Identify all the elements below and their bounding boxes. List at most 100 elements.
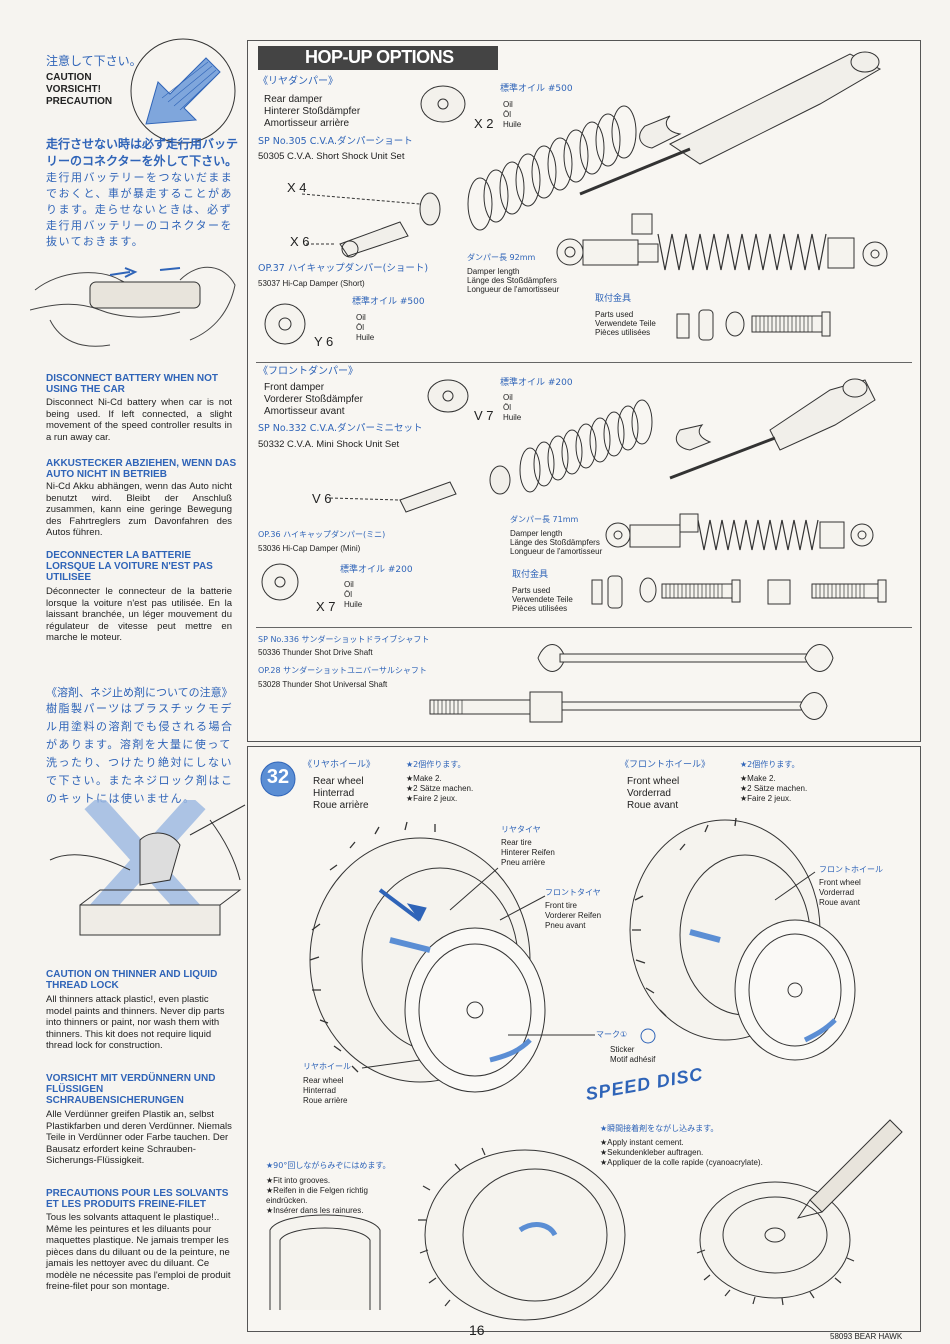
- rear-len-fr: Longueur de l'amortisseur: [467, 285, 560, 294]
- caution-fr: PRECAUTION: [46, 96, 113, 107]
- rear-parts-en: Parts used: [595, 310, 634, 319]
- hopup-panel: [247, 40, 921, 742]
- rear-make-de: ★2 Sätze machen.: [406, 784, 474, 793]
- rear-sp-code: SP No.305 C.V.A.ダンパーショート: [258, 136, 413, 147]
- rear-damper-diagram: [264, 51, 888, 345]
- solvent-jp-body: 樹脂製パーツはプラスチックモデル用塗料の溶剤でも侵される場合があります。溶剤を大…: [46, 702, 234, 805]
- front-damper-jp: 《フロントダンパー》: [258, 366, 358, 377]
- front-op-code: OP.36 ハイキャップダンパー(ミニ): [258, 530, 386, 539]
- thinner-fr-head: PRECAUTIONS POUR LES SOLVANTS ET LES PRO…: [46, 1188, 229, 1210]
- rear-parts-fr: Pièces utilisées: [595, 328, 651, 337]
- front-parts-de: Verwendete Teile: [512, 595, 573, 604]
- front-wheel-label-jp: フロントホイール: [819, 865, 883, 874]
- rear-parts-de: Verwendete Teile: [595, 319, 656, 328]
- rear-damper-de: Hinterer Stoßdämpfer: [264, 106, 361, 117]
- rear-oil-fr: Huile: [503, 120, 522, 129]
- hopup-title-bar: [258, 46, 498, 70]
- fr-head: DECONNECTER LA BATTERIE LORSQUE LA VOITU…: [46, 550, 213, 583]
- drive-shafts-diagram: [429, 644, 834, 723]
- front-oil-fr: Huile: [503, 413, 522, 422]
- rear-wheel-label-en: Rear wheel: [303, 1076, 344, 1085]
- thinner-de-head: VORSICHT MIT VERDÜNNERN UND FLÜSSIGEN SC…: [46, 1073, 216, 1106]
- sticker-fr: Motif adhésif: [610, 1055, 656, 1064]
- front-qty-v7: V 7: [474, 408, 494, 423]
- front-damper-diagram: [261, 378, 887, 609]
- cement-en: ★Apply instant cement.: [600, 1138, 684, 1147]
- rear-len-de: Länge des Stoßdämpfers: [467, 276, 557, 285]
- rear-damper-en: Rear damper: [264, 94, 323, 105]
- front-op-oil-fr: Huile: [344, 600, 363, 609]
- rear-op-code: OP.37 ハイキャップダンパー(ショート): [258, 263, 429, 274]
- front-wheel-fr: Roue avant: [627, 800, 679, 811]
- front-tire-jp: フロントタイヤ: [545, 888, 601, 897]
- mark-jp: マーク①: [596, 1030, 628, 1039]
- model-number: 58093 BEAR HAWK: [830, 1332, 903, 1341]
- front-len-en: Damper length: [510, 529, 563, 538]
- de-head: AKKUSTECKER ABZIEHEN, WENN DAS AUTO NICH…: [46, 458, 237, 480]
- front-wheel-en: Front wheel: [627, 776, 680, 787]
- front-make-de: ★2 Sätze machen.: [740, 784, 808, 793]
- front-make-fr: ★Faire 2 jeux.: [740, 794, 792, 803]
- rear-make-en: ★Make 2.: [406, 774, 442, 783]
- front-tire-en: Front tire: [545, 901, 578, 910]
- front-tire-fr: Pneu avant: [545, 921, 586, 930]
- front-sp-name: 50332 C.V.A. Mini Shock Unit Set: [258, 439, 400, 450]
- rear-oil-jp: 標準オイル #500: [500, 84, 573, 94]
- rear-damper-fr: Amortisseur arrière: [264, 118, 350, 129]
- caution-arrow-icon: [130, 38, 236, 144]
- caution-jp: 注意して下さい。: [46, 54, 142, 68]
- sticker-en: Sticker: [610, 1045, 635, 1054]
- front-op-oil-de: Öl: [344, 590, 352, 599]
- front-damper-en: Front damper: [264, 382, 325, 393]
- rear-tire-jp: リヤタイヤ: [501, 825, 541, 834]
- rear-len-en: Damper length: [467, 267, 520, 276]
- front-len-jp: ダンパー長 71mm: [510, 515, 579, 524]
- groove-de: ★Reifen in die Felgen richtig eindrücken…: [266, 1186, 368, 1205]
- solvent-jp-head: 《溶剤、ネジ止め剤についての注意》: [46, 686, 233, 699]
- thinner-fr-body: Tous les solvants attaquent le plastique…: [46, 1212, 231, 1292]
- divider-rear-front: [256, 362, 912, 363]
- rear-make-fr: ★Faire 2 jeux.: [406, 794, 458, 803]
- front-sp-code: SP No.332 C.V.A.ダンパーミニセット: [258, 423, 423, 434]
- front-damper-de: Vorderer Stoßdämpfer: [264, 394, 363, 405]
- rear-wheel-label-fr: Roue arrière: [303, 1096, 348, 1105]
- rear-wheel-label-de: Hinterrad: [303, 1086, 336, 1095]
- rear-qty-x2: X 2: [474, 116, 494, 131]
- groove-en: ★Fit into grooves.: [266, 1176, 331, 1185]
- shaft2-name: 53028 Thunder Shot Universal Shaft: [258, 680, 388, 689]
- rear-wheel-label-jp: リヤホイール: [303, 1062, 351, 1071]
- rear-op-name: 53037 Hi-Cap Damper (Short): [258, 279, 365, 288]
- rear-tire-fr: Pneu arrière: [501, 858, 546, 867]
- shaft2-code: OP.28 サンダーショットユニバーサルシャフト: [258, 666, 427, 675]
- rear-op-oil-jp: 標準オイル #500: [352, 297, 425, 307]
- front-wheel-label-fr: Roue avant: [819, 898, 860, 907]
- thinner-de-body: Alle Verdünner greifen Plastik an, selbs…: [46, 1109, 232, 1166]
- rear-tire-de: Hinterer Reifen: [501, 848, 555, 857]
- rear-wheel-en: Rear wheel: [313, 776, 364, 787]
- front-wheel-de: Vorderrad: [627, 788, 671, 799]
- front-wheel-label-de: Vorderrad: [819, 888, 855, 897]
- rear-op-oil-fr: Huile: [356, 333, 375, 342]
- front-make-jp: ★2個作ります。: [740, 760, 800, 769]
- shaft1-code: SP No.336 サンダーショットドライブシャフト: [258, 635, 430, 644]
- rear-wheel-de: Hinterrad: [313, 788, 355, 799]
- rear-qty-x6: X 6: [290, 234, 310, 249]
- rear-sp-name: 50305 C.V.A. Short Shock Unit Set: [258, 151, 405, 162]
- battery-unplug-illustration: [30, 266, 236, 347]
- front-parts-en: Parts used: [512, 586, 551, 595]
- rear-parts-jp: 取付金具: [595, 294, 632, 304]
- groove-jp: ★90°回しながらみぞにはめます。: [266, 1161, 391, 1170]
- rear-make-jp: ★2個作ります。: [406, 760, 466, 769]
- front-len-de: Länge des Stoßdämpfers: [510, 538, 600, 547]
- rear-wheel-fr: Roue arrière: [313, 800, 369, 811]
- front-op-oil-jp: 標準オイル #200: [340, 565, 413, 575]
- rear-qty-x4: X 4: [287, 180, 307, 195]
- front-damper-fr: Amortisseur avant: [264, 406, 345, 417]
- front-qty-x7: X 7: [316, 599, 336, 614]
- en-head: DISCONNECT BATTERY WHEN NOT USING THE CA…: [46, 373, 219, 395]
- front-make-en: ★Make 2.: [740, 774, 776, 783]
- thinner-en-head: CAUTION ON THINNER AND LIQUID THREAD LOC…: [46, 969, 218, 991]
- front-op-name: 53036 Hi-Cap Damper (Mini): [258, 544, 361, 553]
- front-len-fr: Longueur de l'amortisseur: [510, 547, 603, 556]
- caution-de: VORSICHT!: [46, 84, 101, 95]
